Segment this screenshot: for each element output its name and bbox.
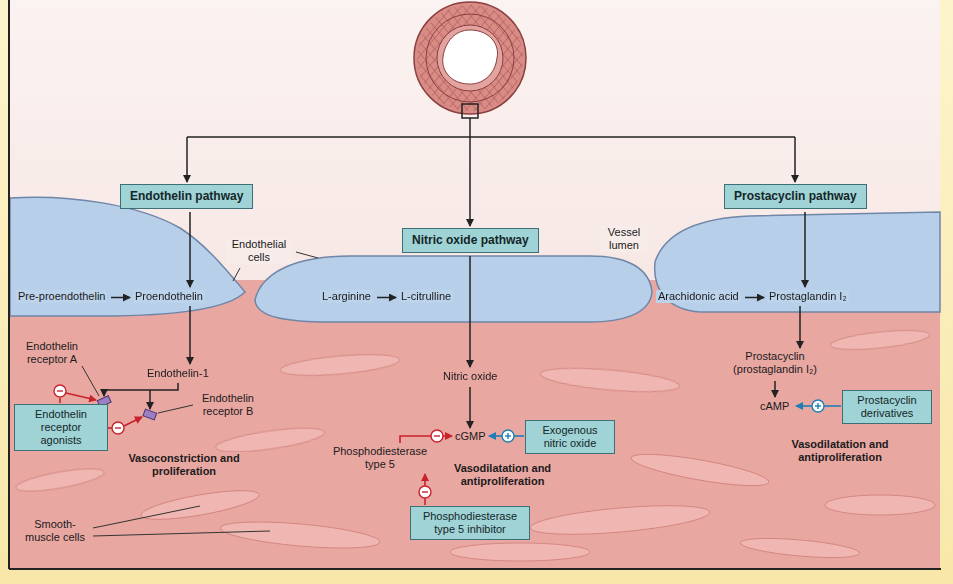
- box-text: Prostacyclin pathway: [734, 189, 857, 204]
- reaction-arrow: [745, 297, 764, 299]
- box-text: Nitric oxide pathway: [412, 233, 529, 248]
- molecule-label: Arachidonic acid: [656, 290, 741, 303]
- box-text: Endothelin receptor agonists: [19, 408, 103, 447]
- drug-box: Prostacyclin derivatives: [842, 390, 932, 424]
- receptor-label: Endothelin receptor A: [20, 340, 84, 366]
- box-text: Prostacyclin derivatives: [847, 394, 927, 420]
- molecule-label: Prostaglandin I₂: [767, 290, 849, 303]
- receptor-label: Endothelin receptor B: [196, 392, 260, 418]
- box-text: Endothelin pathway: [130, 189, 243, 204]
- effect-label: Vasoconstriction and proliferation: [118, 452, 250, 478]
- molecule-label: Pre-proendothelin: [16, 290, 107, 303]
- effect-label: Vasodilatation and antiproliferation: [770, 438, 910, 464]
- molecule-label: Endothelin-1: [145, 367, 211, 380]
- effect-label: Vasodilatation and antiproliferation: [440, 462, 565, 488]
- box-text: Phosphodiesterase type 5 inhibitor: [415, 510, 525, 536]
- molecule-label: L-arginine: [320, 290, 373, 303]
- reaction-arrow: [111, 297, 130, 299]
- molecule-label: Proendothelin: [133, 290, 205, 303]
- pathway-box: Nitric oxide pathway: [402, 228, 539, 253]
- molecule-label: Prostacyclin (prostaglandin I₂): [719, 350, 831, 376]
- molecule-label: Nitric oxide: [441, 370, 499, 383]
- reaction-arrow: [377, 297, 396, 299]
- drug-box: Endothelin receptor agonists: [14, 404, 108, 451]
- drug-box: Phosphodiesterase type 5 inhibitor: [410, 506, 530, 540]
- messenger-label: cAMP: [758, 400, 791, 413]
- pathway-box: Endothelin pathway: [120, 184, 253, 209]
- drug-box: Exogenous nitric oxide: [525, 420, 615, 454]
- cell-label: Endothelial cells: [226, 238, 292, 264]
- lumen-label: Vessel lumen: [600, 226, 648, 252]
- messenger-label: cGMP: [453, 430, 488, 443]
- enzyme-label: Phosphodiesterase type 5: [330, 445, 430, 471]
- box-text: Exogenous nitric oxide: [530, 424, 610, 450]
- cell-label: Smooth-muscle cells: [20, 518, 90, 544]
- pathway-box: Prostacyclin pathway: [724, 184, 867, 209]
- molecule-label: L-citrulline: [399, 290, 453, 303]
